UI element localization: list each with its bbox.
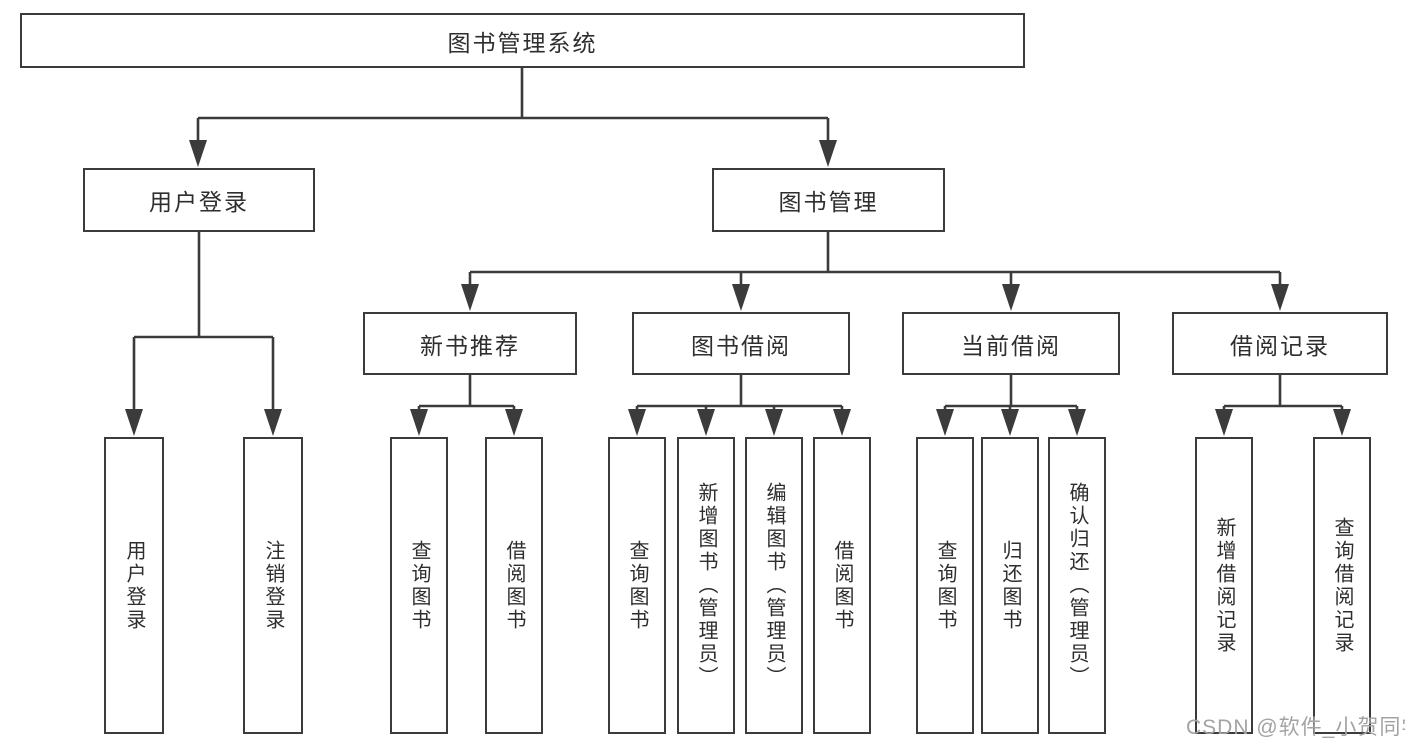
connector-root-to-level2	[196, 68, 830, 152]
node-current-borrow: 当前借阅	[902, 312, 1120, 375]
arrow-icon	[1333, 409, 1351, 436]
arrow-icon	[833, 409, 851, 436]
arrow-icon	[1068, 409, 1086, 436]
arrow-icon	[628, 409, 646, 436]
node-root-system: 图书管理系统	[20, 13, 1025, 68]
node-book-borrow: 图书借阅	[632, 312, 850, 375]
arrow-icon	[505, 409, 523, 436]
node-leaf-edit-books-admin: 编辑图书（管理员）	[745, 437, 803, 734]
arrow-icon	[125, 409, 143, 436]
arrow-icon	[410, 409, 428, 436]
node-leaf-return-books: 归还图书	[981, 437, 1039, 734]
connector-user-login-children	[132, 232, 275, 421]
arrow-icon	[1001, 409, 1019, 436]
node-leaf-user-login: 用户登录	[104, 437, 164, 734]
connector-book-mgmt-to-level3	[468, 232, 1282, 296]
node-leaf-query-books-recommend: 查询图书	[390, 437, 448, 734]
node-user-login: 用户登录	[83, 168, 315, 232]
arrow-icon	[189, 140, 207, 167]
arrow-icon	[1002, 284, 1020, 311]
arrow-icon	[819, 140, 837, 167]
node-leaf-query-borrow-record: 查询借阅记录	[1313, 437, 1371, 734]
connector-records-children	[1222, 375, 1344, 421]
arrow-icon	[1271, 284, 1289, 311]
arrow-icon	[732, 284, 750, 311]
node-leaf-logout: 注销登录	[243, 437, 303, 734]
node-leaf-query-books-current: 查询图书	[916, 437, 974, 734]
node-leaf-add-books-admin: 新增图书（管理员）	[677, 437, 735, 734]
arrow-icon	[1215, 409, 1233, 436]
node-leaf-confirm-return-admin: 确认归还（管理员）	[1048, 437, 1106, 734]
arrow-icon	[936, 409, 954, 436]
arrow-icon	[461, 284, 479, 311]
arrow-icon	[765, 409, 783, 436]
arrow-icon	[264, 409, 282, 436]
node-book-management: 图书管理	[712, 168, 945, 232]
node-leaf-query-books-borrow: 查询图书	[608, 437, 666, 734]
node-leaf-borrow-books-borrow: 借阅图书	[813, 437, 871, 734]
connector-borrow-children	[635, 375, 844, 421]
connector-recommend-children	[417, 375, 516, 421]
arrow-icon	[697, 409, 715, 436]
arrowheads	[125, 140, 1351, 436]
node-leaf-borrow-books-recommend: 借阅图书	[485, 437, 543, 734]
csdn-watermark: CSDN @软件_小贺同学	[1186, 716, 1405, 739]
node-leaf-add-borrow-record: 新增借阅记录	[1195, 437, 1253, 734]
node-new-book-recommend: 新书推荐	[363, 312, 577, 375]
node-borrow-records: 借阅记录	[1172, 312, 1388, 375]
